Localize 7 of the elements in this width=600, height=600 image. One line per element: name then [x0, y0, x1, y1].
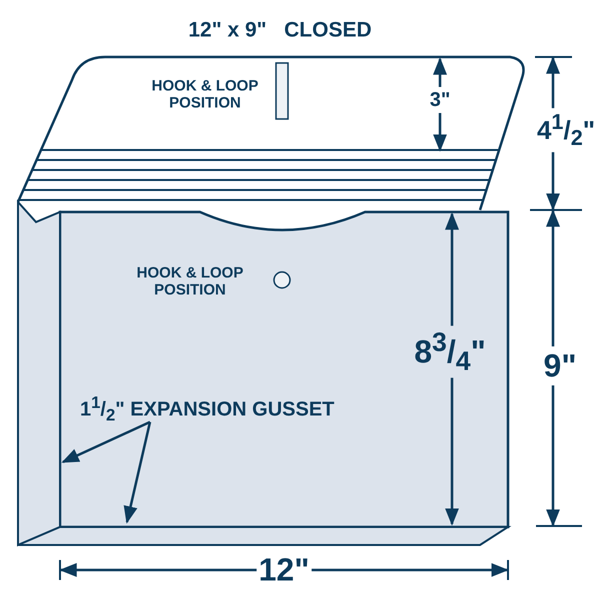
title: 12" x 9" CLOSED [188, 18, 372, 42]
leader-line [124, 422, 152, 524]
part-label: HOOK & LOOP POSITION [150, 78, 260, 112]
dimension-label: 3" [428, 87, 452, 113]
leader-line [61, 420, 151, 464]
part-label: HOOK & LOOP POSITION [136, 266, 244, 298]
callout-text: 1$^{1}$/$_{2}$" EXPANSION GUSSET [80, 393, 334, 421]
